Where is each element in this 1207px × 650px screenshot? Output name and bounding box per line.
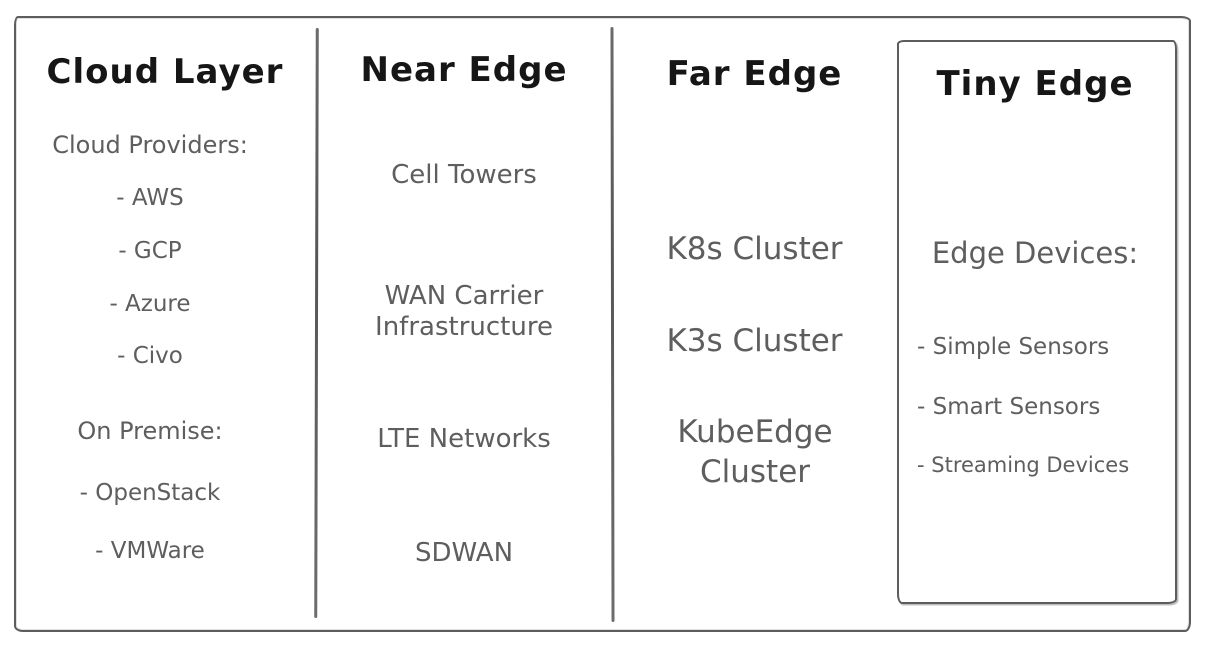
cloud-provider-item-civo: - Civo — [117, 343, 183, 369]
far-edge-item-kubeedge: KubeEdge Cluster — [677, 414, 843, 491]
far-edge-item-k8s: K8s Cluster — [666, 231, 843, 267]
far-edge-item-k3s: K3s Cluster — [666, 323, 843, 359]
edge-device-item-smart-sensors: - Smart Sensors — [917, 394, 1101, 420]
near-edge-item-sdwan: SDWAN — [414, 538, 514, 568]
near-edge-item-lte-networks: LTE Networks — [377, 424, 551, 454]
outer-frame — [14, 16, 1191, 632]
edge-device-item-streaming-devices: - Streaming Devices — [917, 453, 1130, 477]
edge-device-item-simple-sensors: - Simple Sensors — [917, 334, 1110, 360]
near-edge-item-wan-carrier: WAN Carrier Infrastructure — [375, 281, 553, 342]
onprem-item-vmware: - VMWare — [95, 538, 205, 564]
near-edge-item-cell-towers: Cell Towers — [391, 160, 537, 190]
cloud-provider-item-gcp: - GCP — [118, 238, 182, 264]
cloud-layer-title: Cloud Layer — [46, 52, 284, 92]
cloud-provider-item-azure: - Azure — [109, 291, 191, 317]
near-edge-title: Near Edge — [360, 50, 568, 90]
on-premise-heading: On Premise: — [77, 417, 223, 445]
onprem-item-openstack: - OpenStack — [79, 480, 221, 506]
edge-devices-heading: Edge Devices: — [931, 236, 1139, 270]
tiny-edge-box — [897, 40, 1177, 604]
cloud-provider-item-aws: - AWS — [116, 185, 184, 211]
tiny-edge-title: Tiny Edge — [936, 64, 1134, 104]
cloud-providers-heading: Cloud Providers: — [52, 131, 248, 159]
far-edge-title: Far Edge — [666, 54, 843, 94]
